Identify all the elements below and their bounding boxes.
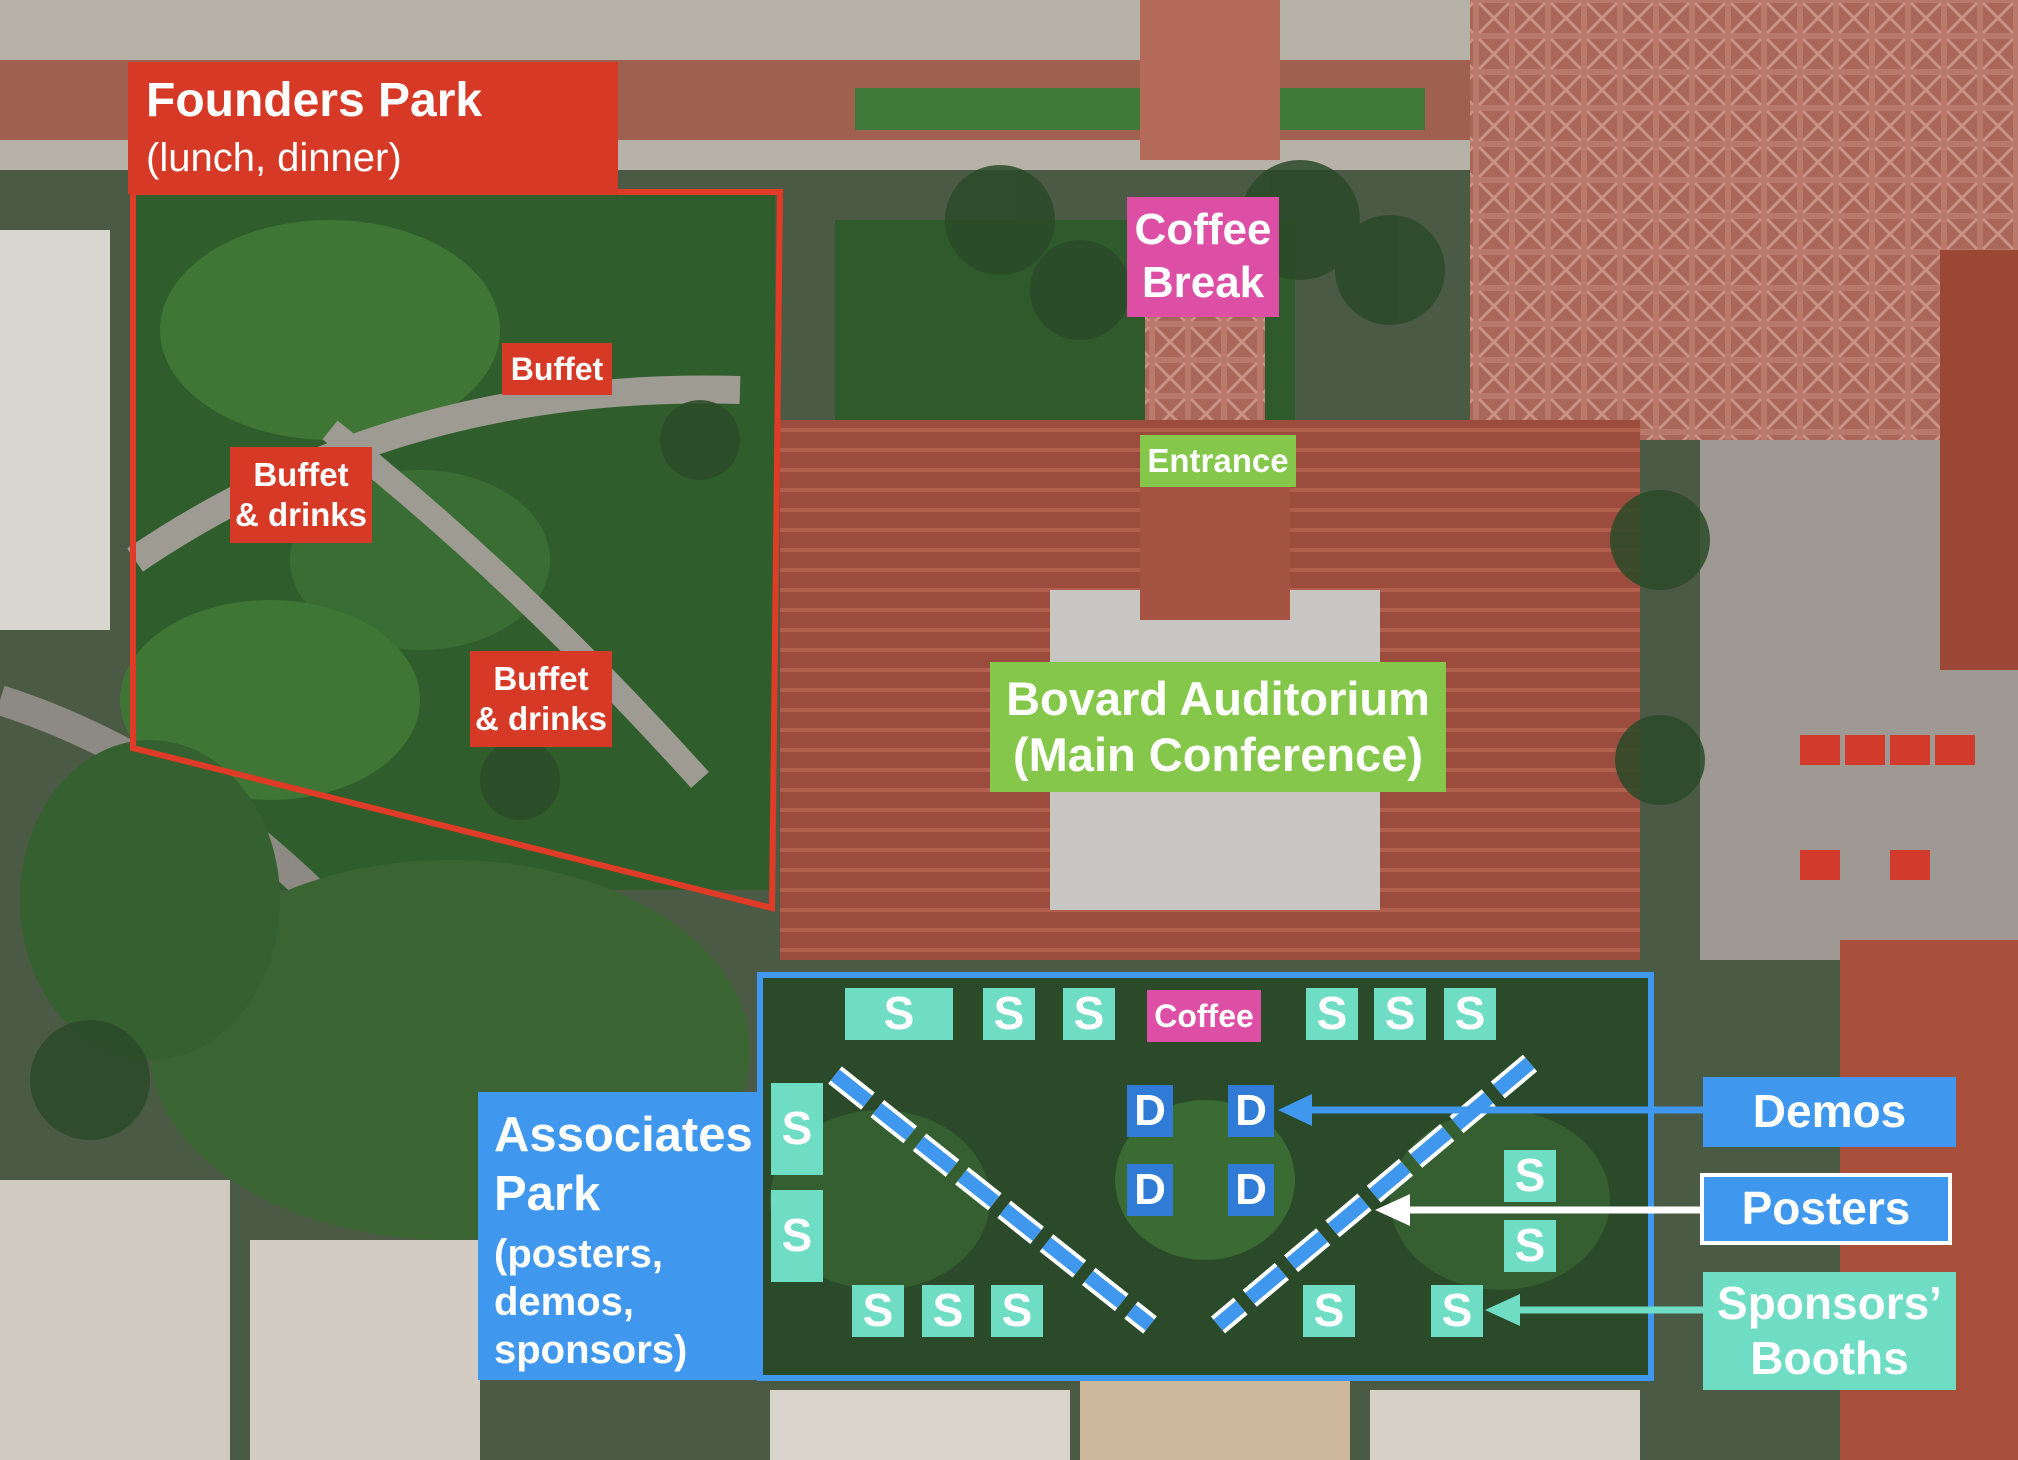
founders-park-label: Founders Park (lunch, dinner) — [128, 62, 618, 194]
sponsor-booth: S — [1063, 987, 1115, 1040]
sponsor-booth: S — [771, 1083, 823, 1175]
associates-park-label: Associates Park (posters, demos, sponsor… — [478, 1092, 761, 1380]
sponsor-booth: S — [1504, 1219, 1556, 1272]
sponsor-booth: S — [1306, 987, 1358, 1040]
demo-station: D — [1228, 1164, 1274, 1216]
coffee-break-label: Coffee Break — [1127, 197, 1279, 317]
sponsors-arrow-head — [1485, 1294, 1520, 1326]
demo-station: D — [1127, 1085, 1173, 1137]
associates-park-title: Associates Park — [494, 1108, 753, 1221]
buffet-drinks-label-1: Buffet & drinks — [230, 447, 372, 543]
demos-arrow-head — [1278, 1094, 1312, 1126]
sponsor-booth: S — [771, 1190, 823, 1282]
legend-demos: Demos — [1703, 1077, 1956, 1147]
sponsor-booth: S — [991, 1284, 1043, 1337]
coffee-station-label: Coffee — [1147, 990, 1261, 1042]
demo-station: D — [1127, 1164, 1173, 1216]
entrance-label: Entrance — [1140, 435, 1296, 487]
sponsor-booth: S — [922, 1284, 974, 1337]
posters-arrow-head — [1375, 1194, 1410, 1226]
associates-park-subtitle: (posters, demos, sponsors) — [494, 1231, 688, 1372]
legend-posters: Posters — [1700, 1173, 1952, 1245]
sponsor-booth: S — [1431, 1284, 1483, 1337]
buffet-label: Buffet — [502, 343, 612, 395]
founders-park-title: Founders Park — [146, 74, 483, 127]
sponsor-booth: S — [1504, 1149, 1556, 1202]
sponsor-booth: S — [1374, 987, 1426, 1040]
demo-station: D — [1228, 1085, 1274, 1137]
bovard-auditorium-label: Bovard Auditorium (Main Conference) — [990, 662, 1446, 792]
poster-row-left-fill — [830, 1069, 1155, 1331]
sponsor-booth: S — [852, 1284, 904, 1337]
legend-sponsors-booths: Sponsors’ Booths — [1703, 1272, 1956, 1390]
sponsor-booth: S — [845, 987, 953, 1040]
sponsor-booth: S — [1303, 1284, 1355, 1337]
buffet-drinks-label-2: Buffet & drinks — [470, 651, 612, 747]
sponsor-booth: S — [1444, 987, 1496, 1040]
founders-park-subtitle: (lunch, dinner) — [146, 135, 402, 180]
sponsor-booth: S — [983, 987, 1035, 1040]
